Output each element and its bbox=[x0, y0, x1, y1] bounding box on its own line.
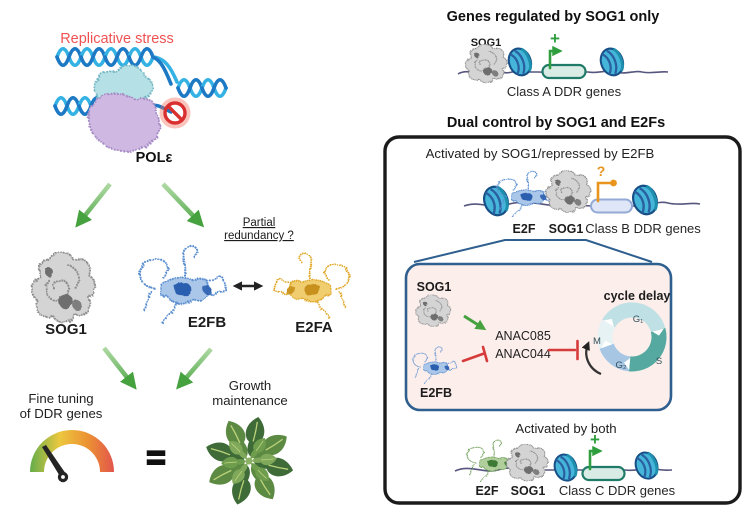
inhibition-arrow-e2fb bbox=[461, 352, 486, 363]
phase-g1-label: G₁ bbox=[633, 314, 644, 325]
sog1-only-header: Genes regulated by SOG1 only bbox=[447, 9, 660, 25]
question-mark: ? bbox=[597, 163, 606, 179]
partial-redundancy-line2: redundancy ? bbox=[224, 230, 294, 242]
class-b-e2f-label: E2F bbox=[513, 222, 536, 236]
anac044-label: ANAC044 bbox=[495, 347, 551, 361]
class-c-title: Activated by both bbox=[515, 421, 616, 436]
sog1-protein-small bbox=[465, 44, 508, 83]
cell-cycle-ring: G₁ S G₂ M bbox=[593, 302, 667, 372]
dual-control-box bbox=[383, 135, 742, 505]
e2fa-label: E2FA bbox=[295, 319, 333, 336]
nucleosome-icon bbox=[549, 450, 582, 486]
class-b-row: ? E2F SOG1 Class B DDR genes bbox=[463, 163, 701, 236]
inhibition-bar bbox=[481, 345, 489, 363]
pol-epsilon-complex bbox=[87, 64, 161, 153]
class-b-caption: Class B DDR genes bbox=[585, 221, 701, 236]
activation-plus: + bbox=[590, 430, 600, 449]
replicative-stress-label: Replicative stress bbox=[60, 31, 174, 47]
e2fb-label: E2FB bbox=[188, 314, 227, 331]
fine-tuning-line2: of DDR genes bbox=[20, 406, 103, 421]
activation-arrow bbox=[463, 314, 487, 331]
repressed-promoter-icon bbox=[596, 181, 612, 203]
pol-epsilon-label: POLε bbox=[136, 150, 173, 166]
promoter-arrow-icon bbox=[588, 445, 603, 471]
sog1-protein bbox=[32, 252, 96, 323]
class-c-row: + E2F SOG1 Class C DDR genes bbox=[454, 430, 676, 498]
arrow-sog1-to-outcome bbox=[102, 346, 137, 390]
nucleosome-icon bbox=[503, 44, 537, 80]
nucleosome-icon bbox=[478, 181, 514, 221]
sog1-label: SOG1 bbox=[45, 321, 87, 338]
growth-line1: Growth bbox=[229, 378, 272, 393]
partial-redundancy-line1: Partial bbox=[243, 217, 276, 229]
e2fb-protein bbox=[139, 245, 227, 324]
gene-box-class-a bbox=[541, 63, 587, 80]
sog1-protein bbox=[506, 444, 549, 481]
class-a-caption: Class A DDR genes bbox=[507, 84, 622, 99]
promoter-arrow-icon bbox=[548, 45, 563, 70]
dna-strand bbox=[454, 467, 673, 472]
class-c-sog1-label: SOG1 bbox=[511, 484, 546, 498]
class-a-row: SOG1 + Class A DDR genes bbox=[457, 29, 669, 99]
inset-sog1-label: SOG1 bbox=[417, 280, 452, 294]
repressed-promoter-dot bbox=[610, 179, 617, 187]
e2fa-protein bbox=[273, 253, 350, 319]
growth-line2: maintenance bbox=[212, 393, 288, 408]
nucleosome-icon bbox=[627, 180, 663, 220]
sog1-protein-inset bbox=[415, 294, 451, 327]
gauge-icon bbox=[30, 430, 114, 483]
activation-plus: + bbox=[550, 29, 560, 48]
arrow-to-sog1 bbox=[75, 182, 112, 228]
cycle-delay-title: cycle delay bbox=[604, 289, 671, 303]
class-c-e2f-label: E2F bbox=[476, 484, 499, 498]
gene-box-class-b bbox=[590, 198, 633, 214]
cycle-delay-arrow bbox=[581, 341, 602, 376]
class-b-sog1-label: SOG1 bbox=[549, 222, 584, 236]
nucleosome-icon bbox=[630, 448, 663, 484]
inset-e2fb-label: E2FB bbox=[420, 386, 452, 400]
blocked-fork-icon bbox=[159, 97, 191, 129]
inset-content: SOG1 E2FB ANAC085 ANAC044 G₁ S G₂ M cycl… bbox=[412, 280, 671, 400]
arrow-to-e2fb bbox=[161, 182, 205, 228]
dual-control-header: Dual control by SOG1 and E2Fs bbox=[447, 115, 665, 131]
phase-m-label: M bbox=[593, 336, 601, 347]
class-c-caption: Class C DDR genes bbox=[559, 483, 676, 498]
anac085-label: ANAC085 bbox=[495, 329, 551, 343]
arrow-e2fb-to-outcome bbox=[176, 347, 213, 390]
phase-s-label: S bbox=[656, 356, 662, 367]
equals-sign: = bbox=[146, 439, 165, 476]
gene-box-class-c bbox=[581, 465, 626, 482]
inset-panel bbox=[404, 262, 673, 412]
plant-rosette-icon bbox=[202, 414, 296, 508]
fine-tuning-line1: Fine tuning bbox=[28, 391, 93, 406]
inset-callout-lines bbox=[413, 239, 653, 263]
class-b-title: Activated by SOG1/repressed by E2FB bbox=[426, 146, 655, 161]
phase-g2-label: G₂ bbox=[615, 360, 626, 371]
sog1-protein bbox=[546, 170, 591, 213]
